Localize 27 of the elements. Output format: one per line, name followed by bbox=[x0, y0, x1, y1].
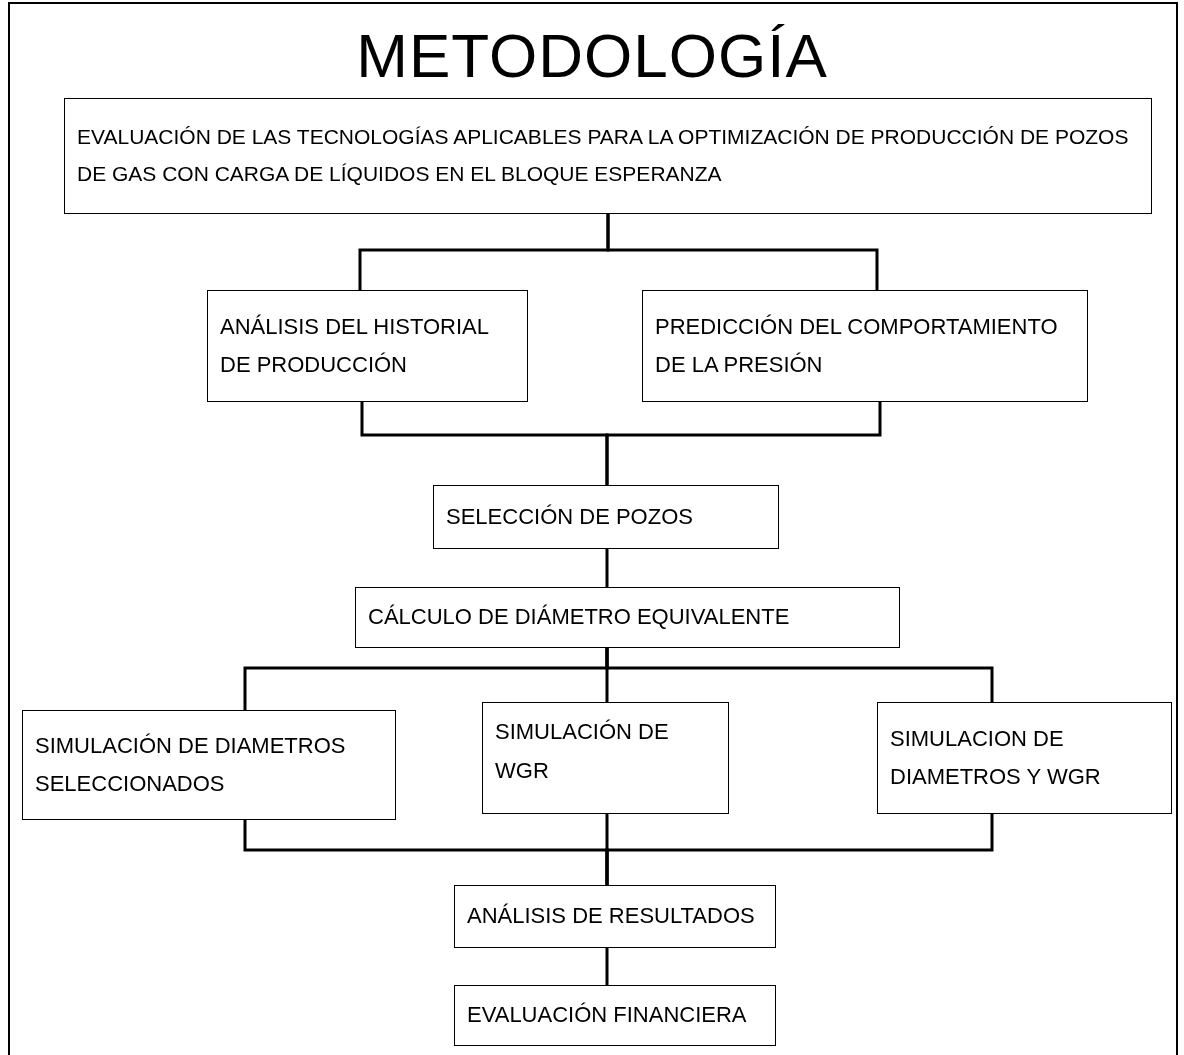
box-text: PREDICCIÓN DEL COMPORTAMIENTO DE LA PRESIÓN bbox=[655, 312, 1059, 379]
process-box bbox=[355, 587, 900, 648]
process-box bbox=[207, 290, 528, 402]
box-text: EVALUACIÓN DE LAS TECNOLOGÍAS APLICABLES PARA LA OPTIMIZACIÓN DE PRODUCCIÓN DE POZOS DE GAS CON CARGA DE LÍQUIDOS EN EL BLOQUE ESPERANZA bbox=[77, 124, 1130, 187]
process-box bbox=[642, 290, 1088, 402]
box-text: SELECCIÓN DE POZOS bbox=[446, 502, 693, 531]
connector-line bbox=[605, 402, 882, 485]
box-text: CÁLCULO DE DIÁMETRO EQUIVALENTE bbox=[368, 603, 790, 632]
box-text: ANÁLISIS DE RESULTADOS bbox=[467, 902, 755, 931]
process-box bbox=[64, 98, 1152, 214]
box-text: SIMULACIÓN DE DIAMETROS SELECCIONADOS bbox=[35, 731, 347, 798]
process-box bbox=[482, 702, 729, 814]
connector-line bbox=[605, 549, 609, 587]
process-box bbox=[454, 885, 776, 948]
process-box bbox=[877, 702, 1172, 814]
box-text: ANÁLISIS DEL HISTORIAL DE PRODUCCIÓN bbox=[220, 312, 490, 379]
process-box bbox=[22, 710, 396, 820]
connector-line bbox=[605, 948, 609, 985]
diagram-title: METODOLOGÍA bbox=[355, 20, 829, 92]
connector-line bbox=[606, 214, 879, 290]
connector-line bbox=[605, 814, 994, 885]
box-text: SIMULACIÓN DE WGR bbox=[495, 718, 670, 785]
process-box bbox=[454, 985, 776, 1046]
process-box bbox=[433, 485, 779, 549]
box-text: EVALUACIÓN FINANCIERA bbox=[467, 1001, 747, 1030]
connector-line bbox=[605, 648, 994, 702]
box-text: SIMULACION DE DIAMETROS Y WGR bbox=[890, 724, 1102, 791]
